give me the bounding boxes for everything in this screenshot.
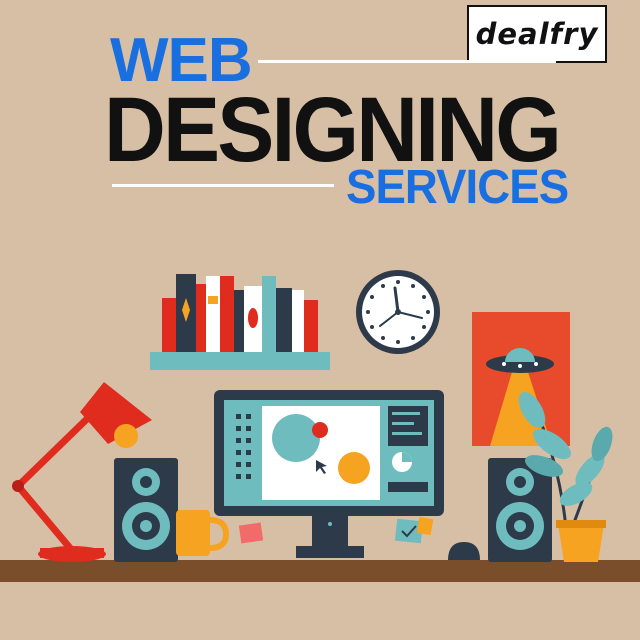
headline-services: SERVICES <box>346 161 569 214</box>
floor <box>0 582 640 640</box>
bookshelf <box>150 274 330 370</box>
headline-web: WEB <box>110 26 253 95</box>
logo-text: dealfry <box>475 17 599 51</box>
speaker-right-icon <box>488 458 552 562</box>
headline-designing: DESIGNING <box>104 79 562 181</box>
book <box>196 284 206 352</box>
book <box>292 290 304 352</box>
ufo-poster <box>472 312 570 446</box>
dealfry-logo[interactable]: dealfry <box>467 5 607 63</box>
monitor-icon <box>214 390 444 558</box>
book <box>234 290 244 352</box>
shelf-board <box>150 352 330 370</box>
headline-rule-bottom <box>112 184 334 187</box>
book <box>162 298 176 352</box>
wall-clock-icon <box>356 270 440 354</box>
headline-rule-top <box>258 60 556 63</box>
coffee-mug-icon <box>176 510 230 556</box>
sticky-notes-icon <box>238 516 434 544</box>
plant-icon <box>518 391 613 562</box>
desk <box>0 560 640 582</box>
book <box>304 300 318 352</box>
mouse-icon <box>448 542 480 560</box>
desk-lamp-icon <box>12 382 152 562</box>
book <box>276 288 292 352</box>
book <box>262 276 276 352</box>
speaker-left-icon <box>114 458 178 562</box>
book <box>206 276 220 352</box>
book <box>220 276 234 352</box>
